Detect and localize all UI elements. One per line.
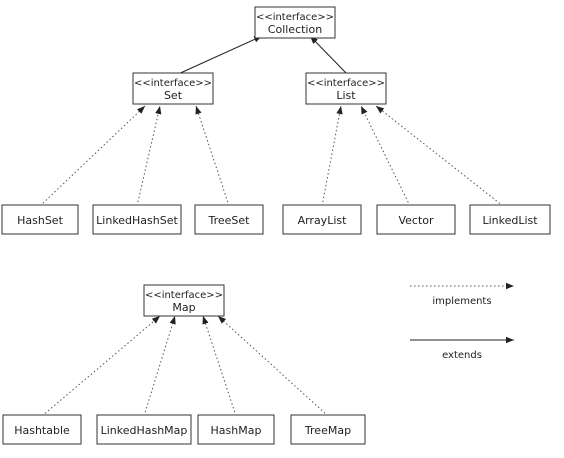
set-interface-box[interactable]: <<interface>> Set bbox=[132, 72, 214, 105]
list-stereotype: <<interface>> bbox=[307, 78, 385, 89]
collection-interface-box[interactable]: <<interface>> Collection bbox=[254, 6, 336, 39]
hashtable-name: Hashtable bbox=[14, 424, 70, 437]
vector-implements-list-line bbox=[360, 105, 411, 207]
legend: implements extends bbox=[410, 282, 514, 361]
linkedhashmap-box[interactable]: LinkedHashMap bbox=[96, 414, 192, 445]
list-extends-collection-line bbox=[309, 35, 349, 76]
treeset-implements-set-line bbox=[195, 105, 230, 207]
hashtable-box[interactable]: Hashtable bbox=[2, 414, 82, 445]
map-stereotype: <<interface>> bbox=[145, 290, 223, 301]
arraylist-implements-list-line bbox=[321, 105, 343, 207]
treemap-implements-map-line bbox=[217, 315, 329, 417]
linkedlist-name: LinkedList bbox=[482, 214, 538, 227]
vector-name: Vector bbox=[398, 214, 434, 227]
linkedlist-implements-list-line bbox=[375, 105, 504, 207]
map-name: Map bbox=[172, 301, 195, 314]
hashset-implements-set-line bbox=[39, 105, 146, 207]
hashmap-box[interactable]: HashMap bbox=[197, 414, 275, 445]
linkedhashset-name: LinkedHashSet bbox=[96, 214, 178, 227]
linkedhashset-implements-set-line bbox=[136, 105, 162, 207]
set-extends-collection-line bbox=[175, 35, 263, 76]
arraylist-name: ArrayList bbox=[298, 214, 348, 227]
treemap-box[interactable]: TreeMap bbox=[290, 414, 366, 445]
set-stereotype: <<interface>> bbox=[134, 78, 212, 89]
hashmap-name: HashMap bbox=[211, 424, 262, 437]
linkedhashmap-name: LinkedHashMap bbox=[101, 424, 188, 437]
collection-stereotype: <<interface>> bbox=[256, 12, 334, 23]
hashset-box[interactable]: HashSet bbox=[1, 204, 79, 235]
arraylist-box[interactable]: ArrayList bbox=[282, 204, 362, 235]
treemap-name: TreeMap bbox=[304, 424, 351, 437]
treeset-name: TreeSet bbox=[208, 214, 251, 227]
hashmap-implements-map-line bbox=[202, 315, 237, 417]
legend-extends-label: extends bbox=[442, 350, 482, 361]
legend-implements-label: implements bbox=[432, 296, 491, 307]
linkedhashmap-implements-map-line bbox=[143, 315, 176, 417]
linkedhashset-box[interactable]: LinkedHashSet bbox=[92, 204, 182, 235]
map-interface-box[interactable]: <<interface>> Map bbox=[143, 284, 225, 317]
hashset-name: HashSet bbox=[17, 214, 63, 227]
collection-name: Collection bbox=[268, 23, 322, 36]
treeset-box[interactable]: TreeSet bbox=[194, 204, 264, 235]
list-interface-box[interactable]: <<interface>> List bbox=[305, 72, 387, 105]
vector-box[interactable]: Vector bbox=[376, 204, 456, 235]
linkedlist-box[interactable]: LinkedList bbox=[469, 204, 551, 235]
hashtable-implements-map-line bbox=[41, 315, 161, 417]
set-name: Set bbox=[164, 89, 183, 102]
list-name: List bbox=[336, 89, 356, 102]
